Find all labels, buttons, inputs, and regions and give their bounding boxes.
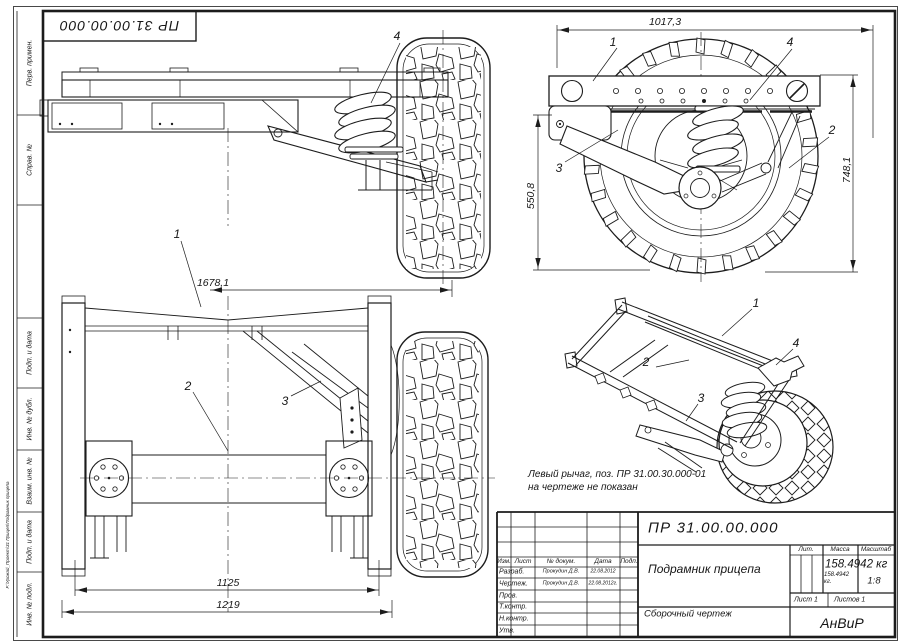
mass-value-small: 158.4942 кг. [824, 572, 850, 585]
doc-number-stamp-box [42, 10, 197, 42]
sidebar-label-vzaim-inv: Взаим. инв. № [26, 457, 34, 505]
plan-wheel [396, 331, 489, 578]
dim-side-length: 1678,1 [196, 276, 230, 289]
title-part-name: Подрамник прицепа [648, 562, 761, 576]
dim-plan-outer: 1219 [216, 598, 240, 611]
callout-side-4: 4 [393, 29, 401, 43]
note-line-2: на чертеже не показан [528, 482, 638, 493]
callout-front-2: 2 [828, 123, 836, 137]
sidebar-label-podp-data-1: Подп. и дата [26, 331, 34, 375]
mass-header: Масса [830, 545, 850, 553]
col-list: Лист [514, 557, 532, 565]
iso-swing-arm [635, 424, 726, 463]
lit-header: Лит. [798, 545, 814, 553]
callout-front-3: 3 [555, 161, 563, 175]
title-block-lines [496, 511, 895, 637]
sidebar-label-sprav-no: Справ. № [26, 144, 34, 176]
front-swing-arm [559, 125, 689, 195]
callout-plan-2: 2 [184, 379, 192, 393]
row-role-prov: Пров. [499, 592, 518, 600]
iso-view [564, 297, 834, 504]
row-role-razrab: Разраб. [499, 568, 525, 576]
callout-iso-4: 4 [792, 336, 800, 350]
col-sign: Подп. [620, 557, 638, 565]
sidebar-label-perv-primen: Перв. примен. [26, 39, 34, 87]
row-date-razrab: 22.08.2012 [590, 568, 616, 575]
sidebar-label-podp-data-2: Подп. и дата [26, 520, 34, 564]
dim-front-width: 1017,3 [648, 15, 682, 28]
front-spring [687, 105, 744, 173]
col-izm: Изм. [497, 557, 511, 565]
file-path-label: F:\Урожай_Проект\31 Прицеп\Подрамник при… [4, 481, 10, 589]
row-role-nkontr: Н.контр. [499, 615, 529, 623]
callout-iso-3: 3 [697, 391, 705, 405]
plan-view [61, 295, 495, 612]
sidebar-label-inv-dubl: Инв. № дубл. [26, 397, 34, 441]
iso-bracket [757, 355, 805, 387]
col-date: Дата [594, 557, 612, 565]
dim-front-arm: 550,8 [524, 182, 537, 210]
side-view [39, 30, 491, 308]
row-name-chertezh: Прокудин Д.В. [542, 580, 580, 587]
company-name: АнВиР [820, 615, 864, 631]
callout-iso-1: 1 [752, 296, 760, 310]
row-date-chertezh: 22.08.2012г. [588, 580, 618, 587]
scale-header: Масштаб [860, 545, 892, 553]
callout-plan-3: 3 [281, 394, 289, 408]
sheet-frame [13, 6, 898, 641]
scale-value: 1:8 [867, 575, 881, 587]
dim-plan-inner: 1125 [216, 576, 240, 589]
note-line-1: Левый рычаг, поз. ПР 31.00.30.000-01 [528, 469, 707, 480]
sheet-number: Лист 1 [794, 596, 818, 604]
front-view [548, 32, 830, 282]
row-role-utv: Утв. [499, 627, 515, 635]
dimension-arrows [64, 27, 871, 615]
iso-spring [720, 381, 768, 439]
sheet-count: Листов 1 [834, 596, 866, 604]
callout-side-1: 1 [173, 227, 181, 241]
sidebar-label-inv-podl: Инв. № подл. [26, 582, 34, 626]
callout-iso-2: 2 [642, 355, 650, 369]
mass-value: 158.4942 кг [825, 558, 888, 571]
title-doc-number: ПР 31.00.00.000 [648, 519, 779, 537]
title-doc-type: Сборочный чертеж [644, 608, 732, 620]
dim-front-height: 748,1 [840, 156, 853, 184]
row-role-chertezh: Чертеж. [499, 580, 528, 588]
callout-front-4: 4 [786, 35, 794, 49]
row-role-tkontr: Т.контр. [499, 603, 528, 611]
col-doc: № докум. [546, 557, 576, 565]
row-name-razrab: Прокудин Д.В. [542, 568, 580, 575]
dimensions [61, 25, 874, 618]
doc-number-stamp: ПР 31.00.00.000 [58, 18, 180, 34]
callout-front-1: 1 [609, 35, 617, 49]
